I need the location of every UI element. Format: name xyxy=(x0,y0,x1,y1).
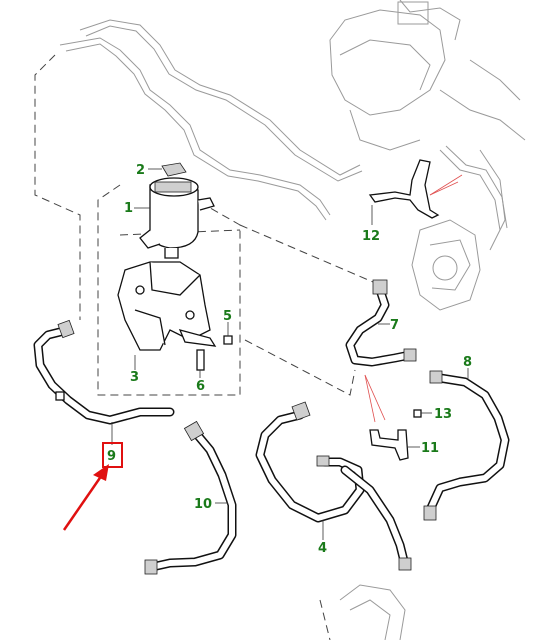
fuel-hose-part-10 xyxy=(144,420,237,575)
fuel-hose-part-9 xyxy=(33,319,175,445)
bracket-part-12 xyxy=(368,159,440,225)
stud-part-6 xyxy=(196,349,205,378)
callout-5: 5 xyxy=(223,309,232,324)
background-pipes xyxy=(59,19,508,231)
callout-2: 2 xyxy=(136,163,145,178)
mounting-bracket-part-3 xyxy=(117,261,217,370)
bracket-part-11 xyxy=(369,429,420,461)
callout-13: 13 xyxy=(434,407,452,422)
fuel-hose-part-8 xyxy=(423,368,510,521)
fuel-hose-part-4 xyxy=(255,401,412,571)
callout-11: 11 xyxy=(421,441,439,456)
highlight-box xyxy=(102,442,123,468)
callout-7: 7 xyxy=(390,318,399,333)
callout-10: 10 xyxy=(194,497,212,512)
reference-leaders xyxy=(364,174,463,423)
callout-4: 4 xyxy=(318,541,327,556)
bolt-part-5 xyxy=(223,322,233,345)
callout-6: 6 xyxy=(196,379,205,394)
callout-12: 12 xyxy=(362,229,380,244)
callout-1: 1 xyxy=(124,201,133,216)
callout-8: 8 xyxy=(463,355,472,370)
callout-3: 3 xyxy=(130,370,139,385)
fuel-filter-part-1 xyxy=(134,177,215,259)
filter-sensor-part-2 xyxy=(148,162,187,177)
fuel-hose-part-7 xyxy=(345,279,417,367)
highlight-arrow xyxy=(62,464,109,531)
bolt-part-13 xyxy=(413,409,432,418)
dashed-group-outlines xyxy=(34,54,381,640)
background-engine-outline xyxy=(329,0,526,640)
callout-9: 9 xyxy=(107,449,116,464)
